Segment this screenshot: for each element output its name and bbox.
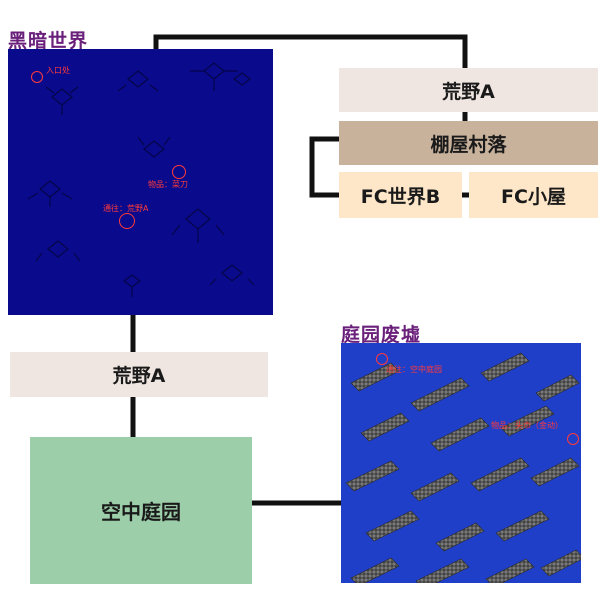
garden-ruins-terrain bbox=[341, 343, 581, 583]
garden-item-marker[interactable] bbox=[567, 433, 579, 445]
dark-world-title: 黑暗世界 bbox=[8, 30, 89, 52]
node-fc-world-b[interactable]: FC世界B bbox=[339, 172, 462, 218]
node-sky-garden[interactable]: 空中庭园 bbox=[30, 437, 252, 584]
portal-label: 通往：荒野A bbox=[103, 204, 149, 213]
portal-marker[interactable] bbox=[119, 213, 135, 229]
connector-darkworld-wilderness-top bbox=[153, 34, 468, 71]
item-label: 物品：菜刀 bbox=[148, 180, 188, 189]
garden-portal-label: 通往：空中庭园 bbox=[386, 365, 442, 374]
garden-portal-marker[interactable] bbox=[376, 353, 388, 365]
node-fc-hut[interactable]: FC小屋 bbox=[469, 172, 598, 218]
entrance-marker[interactable] bbox=[31, 71, 43, 83]
garden-item-label: 物品：头巾（金动） bbox=[491, 421, 563, 430]
node-wilderness-mid[interactable]: 荒野A bbox=[10, 352, 268, 397]
garden-ruins-map[interactable]: 通往：空中庭园 物品：头巾（金动） bbox=[341, 343, 581, 583]
entrance-label: 入口处 bbox=[46, 66, 70, 75]
node-wilderness-top[interactable]: 荒野A bbox=[339, 68, 598, 112]
node-shack-village[interactable]: 棚屋村落 bbox=[339, 121, 598, 165]
dark-world-terrain bbox=[8, 49, 273, 315]
dark-world-map[interactable]: 入口处 物品：菜刀 通往：荒野A bbox=[8, 49, 273, 315]
item-marker[interactable] bbox=[172, 165, 186, 179]
garden-ruins-title: 庭园废墟 bbox=[341, 324, 422, 346]
connector-shack-fcworld bbox=[309, 136, 342, 198]
